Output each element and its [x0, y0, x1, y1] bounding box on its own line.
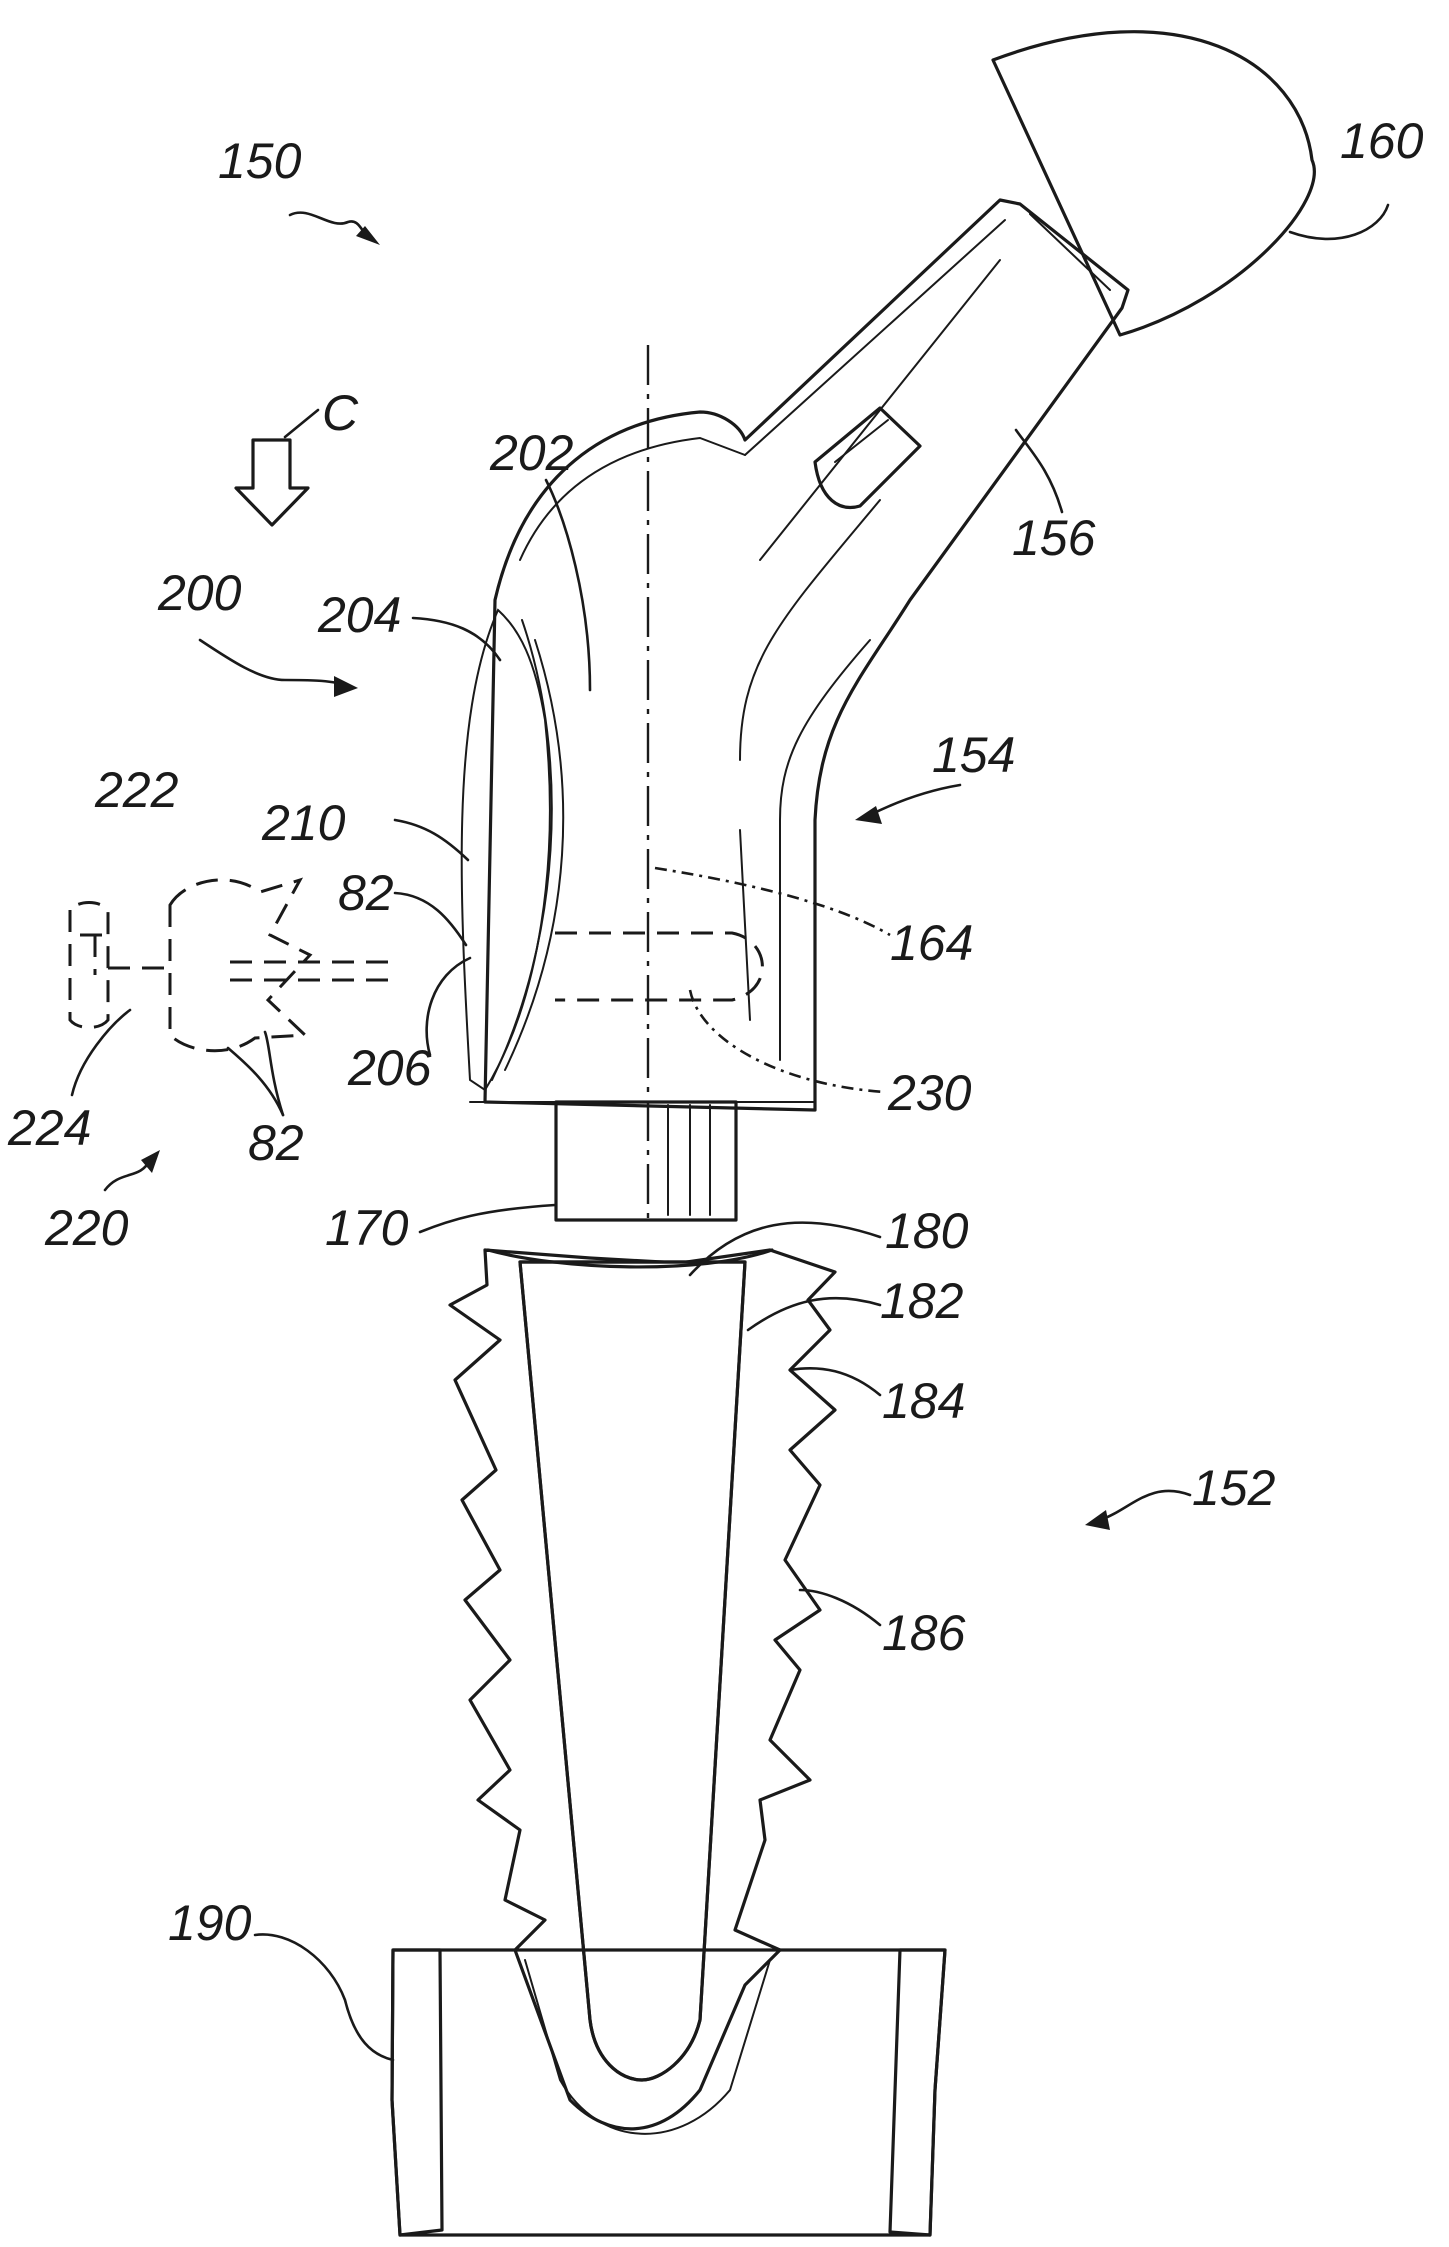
- reference-labels: 150 160 C 202 156 200 204 154 222 210 82…: [7, 113, 1424, 1951]
- label-190: 190: [168, 1895, 252, 1951]
- leader-lines: [70, 203, 1390, 2062]
- label-210: 210: [261, 795, 346, 851]
- label-170: 170: [325, 1200, 409, 1256]
- femoral-head: [991, 30, 1316, 337]
- label-186: 186: [882, 1605, 966, 1661]
- label-C: C: [322, 385, 359, 441]
- label-206: 206: [347, 1040, 432, 1096]
- label-182: 182: [880, 1273, 964, 1329]
- label-220: 220: [44, 1200, 129, 1256]
- label-154: 154: [932, 727, 1015, 783]
- label-184: 184: [882, 1373, 965, 1429]
- porous-sleeve: [448, 1248, 837, 2131]
- label-156: 156: [1012, 510, 1096, 566]
- label-222: 222: [94, 762, 179, 818]
- label-224: 224: [7, 1100, 91, 1156]
- label-200: 200: [157, 565, 242, 621]
- porous-coating: [460, 608, 551, 1092]
- label-202: 202: [489, 425, 574, 481]
- bone-section: [390, 1948, 947, 2237]
- stem-body: [469, 198, 1130, 1112]
- stem-trunnion: [554, 1100, 738, 1222]
- label-82-upper: 82: [338, 865, 394, 921]
- label-160: 160: [1340, 113, 1424, 169]
- label-230: 230: [887, 1065, 972, 1121]
- sleeve-core: [518, 1260, 747, 2082]
- label-180: 180: [885, 1203, 969, 1259]
- label-152: 152: [1192, 1460, 1276, 1516]
- internal-cavity: [555, 931, 764, 1002]
- insertion-tool: [68, 877, 390, 1053]
- label-82-lower: 82: [248, 1115, 304, 1171]
- label-150: 150: [218, 133, 302, 189]
- label-204: 204: [317, 587, 401, 643]
- label-164: 164: [890, 915, 973, 971]
